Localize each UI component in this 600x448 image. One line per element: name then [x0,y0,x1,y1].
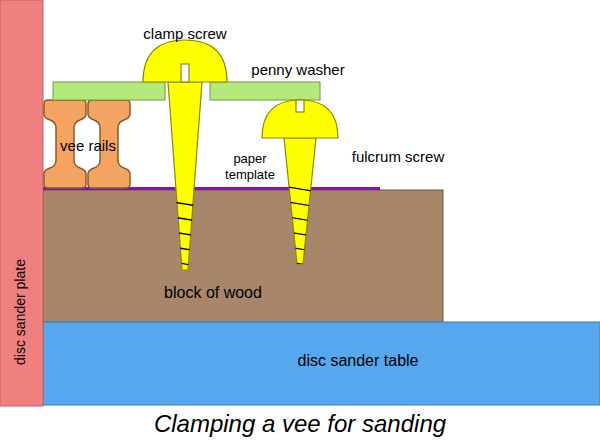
caption: Clamping a vee for sanding [0,410,600,438]
part-label: clamp screw [115,25,255,42]
sander-table [43,322,600,405]
part-label: paper template [215,151,285,183]
wood-block [43,190,443,322]
node-label: disc sander table [298,352,419,370]
sander-plate [0,0,43,406]
clamp-screw [143,40,227,270]
node-label: disc sander plate [12,259,28,365]
node-label: block of wood [164,284,262,302]
wood-block: block of wood [43,190,443,322]
part-label: fulcrum screw [333,148,463,165]
part-label: penny washer [228,61,368,78]
fulcrum-screw [262,100,338,268]
plate-band: disc sander plate [0,0,43,406]
table-band: disc sander table [43,322,600,405]
part-label: vee rails [43,137,133,154]
